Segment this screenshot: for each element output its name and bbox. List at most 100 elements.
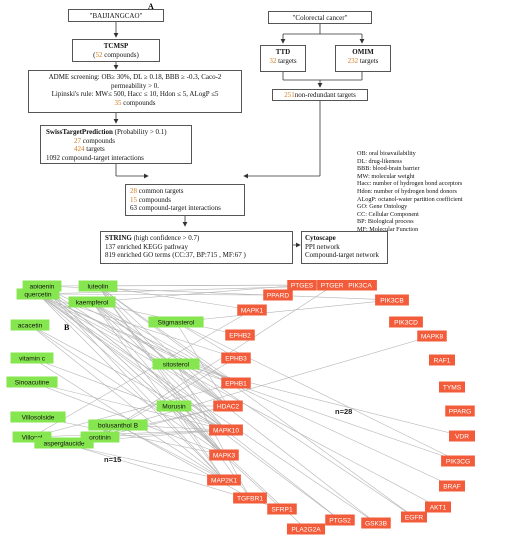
- target-node-box: [429, 354, 455, 366]
- swiss-targets-suffix: targets: [84, 145, 105, 153]
- target-node-label: MAPK1: [241, 307, 264, 314]
- omim-box: OMIM 232 targets: [335, 45, 391, 72]
- target-node-box: [439, 480, 465, 492]
- compound-node-box: [10, 319, 50, 331]
- target-node: PIK3CD: [389, 316, 423, 328]
- compound-node: vitamin c: [10, 352, 54, 364]
- network-edge: [99, 405, 229, 438]
- target-node-label: PIK3CG: [446, 458, 470, 465]
- target-node-label: PIK3CD: [394, 319, 418, 326]
- target-node: RAF1: [429, 354, 455, 366]
- string-title: STRING: [105, 234, 132, 242]
- string-title-suffix: (high confidence > 0.7): [131, 234, 200, 242]
- target-node-label: PTGS2: [329, 517, 351, 524]
- cytoscape-title: Cytoscape: [305, 234, 336, 242]
- swiss-targets-line: 424 targets: [46, 145, 188, 154]
- compound-node: Sinoacutine: [6, 376, 58, 388]
- target-node: PTGS2: [325, 514, 355, 526]
- panel-a-label: A: [148, 2, 154, 11]
- compound-node-box: [148, 316, 204, 328]
- target-node-label: MAPK10: [213, 427, 239, 434]
- network-edge: [31, 381, 227, 431]
- network-edge: [175, 299, 393, 323]
- compound-node: Villosolside: [10, 411, 66, 423]
- compound-node-label: luteolin: [88, 283, 109, 290]
- tcmsp-title: TCMSP: [103, 42, 129, 50]
- common-interactions: 63 compound-target interactions: [130, 204, 221, 212]
- disease-box: "Colorectal cancer": [268, 11, 372, 24]
- swiss-interactions: 1092 compound-target interactions: [46, 153, 144, 162]
- network-edge: [37, 293, 377, 524]
- target-node-box: [389, 316, 423, 328]
- compound-node-label: acacetin: [18, 322, 43, 329]
- nonredundant-box: 251non-redundant targets: [272, 89, 368, 101]
- network-edge: [37, 293, 453, 487]
- network-edge: [37, 293, 279, 296]
- target-node: MAPK10: [209, 424, 243, 436]
- target-node-label: AKT1: [430, 504, 447, 511]
- compound-node-box: [156, 400, 192, 412]
- target-node-label: EGFR: [405, 514, 424, 521]
- swiss-title-suffix: (Probability > 0.1): [112, 128, 167, 136]
- ttd-box: TTD 32 targets: [260, 45, 306, 72]
- compound-count-label: n=15: [104, 455, 121, 464]
- adme-box: ADME screening: OB≥ 30%, DL ≥ 0.18, BBB …: [28, 70, 242, 113]
- target-node-box: [209, 449, 239, 461]
- network-edge: [31, 382, 237, 438]
- adme-count-suffix: compounds: [121, 98, 156, 107]
- network-edge: [175, 321, 237, 359]
- adme-line-2: permeability > 0.: [110, 81, 160, 90]
- legend-entry: GO: Gene Ontology: [357, 203, 408, 211]
- target-node-label: HDAC2: [217, 403, 240, 410]
- target-node-label: EPHB2: [229, 332, 251, 339]
- nonredundant-count: 251: [284, 91, 295, 99]
- target-node-box: [207, 474, 241, 486]
- string-box: STRING (high confidence > 0.7) 137 enric…: [100, 231, 293, 264]
- target-node-box: [343, 280, 377, 291]
- network-edge: [37, 293, 237, 359]
- target-node-box: [225, 329, 255, 341]
- target-node: HDAC2: [213, 400, 243, 412]
- compound-node: bolusanthol B: [88, 419, 148, 431]
- compound-node-label: apigenin: [30, 283, 55, 290]
- target-node-box: [317, 280, 351, 291]
- compound-node: kaempferol: [68, 296, 116, 308]
- adme-count: 35: [114, 98, 122, 107]
- ttd-title: TTD: [275, 48, 291, 56]
- common-compounds-count: 15: [130, 195, 137, 204]
- target-node-box: [361, 517, 391, 529]
- legend-entry: CC: Cellular Component: [357, 210, 419, 218]
- target-node: BRAF: [439, 480, 465, 492]
- target-node-label: PIK3CA: [348, 282, 372, 289]
- omim-count: 232: [347, 56, 359, 65]
- legend-entry: Hacc: number of hydrogen bond acceptors: [357, 180, 463, 188]
- target-node: PIK3CA: [343, 280, 377, 291]
- string-go: 819 enriched GO terms (CC:37, BP:715 , M…: [105, 251, 246, 259]
- compound-node: apigenin: [22, 280, 62, 292]
- network-edge: [175, 321, 459, 462]
- target-node-label: TYMS: [443, 384, 462, 391]
- omim-title: OMIM: [352, 48, 374, 56]
- target-node-box: [375, 294, 409, 306]
- compound-node-label: Villosolside: [22, 414, 55, 421]
- network-edge: [175, 363, 463, 437]
- compound-node: asperglaucide: [34, 437, 94, 449]
- target-node: EGFR: [401, 511, 427, 523]
- network-edge: [97, 285, 229, 407]
- compound-node-label: Morusin: [162, 403, 186, 410]
- network-edge: [117, 424, 225, 481]
- compound-node: sitosterol: [152, 358, 200, 370]
- target-node-label: MAP2K1: [211, 477, 237, 484]
- nonredundant-label: non-redundant targets: [294, 91, 356, 99]
- target-node-label: PTGER2: [321, 282, 348, 289]
- network-edge: [97, 285, 253, 311]
- target-node: VDR: [449, 430, 475, 442]
- compound-node-box: [12, 431, 52, 443]
- network-edge: [37, 293, 237, 384]
- network-edge: [99, 284, 335, 438]
- omim-count-suffix: targets: [358, 56, 379, 65]
- common-compounds-suffix: compounds: [137, 195, 172, 204]
- network-edge: [37, 416, 225, 456]
